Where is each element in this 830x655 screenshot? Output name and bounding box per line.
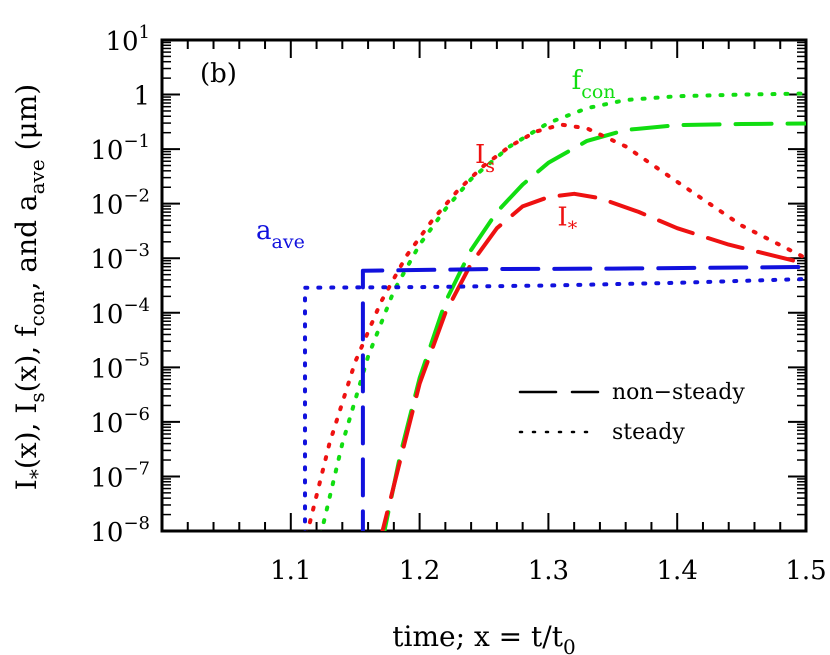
y-tick-label: 101 <box>105 22 150 57</box>
annotations: aave IsI* fcon <box>256 66 616 253</box>
panel-label: (b) <box>200 59 237 89</box>
series-a-ave-steady <box>303 277 806 531</box>
series-f-con-non-steady <box>382 121 806 531</box>
y-tick-base: 10 <box>105 27 138 57</box>
annotation-I-s: Is <box>475 140 495 177</box>
annotation-f: fcon <box>572 66 616 103</box>
x-tick-label: 1.2 <box>399 556 440 586</box>
y-tick-label: 10−5 <box>90 349 150 384</box>
y-tick-exponent: −4 <box>123 295 150 316</box>
series-I-star-non-steady <box>380 191 806 531</box>
y-tick-base: 10 <box>90 191 123 221</box>
x-tick-label: 1.1 <box>270 556 311 586</box>
y-tick-label: 10−3 <box>90 240 150 275</box>
y-tick-base: 10 <box>90 518 123 548</box>
x-tick-label: 1.5 <box>785 556 826 586</box>
y-tick-exponent: −7 <box>123 458 150 479</box>
y-tick-exponent: −6 <box>123 404 150 425</box>
y-tick-base: 10 <box>90 409 123 439</box>
y-tick-exponent: −3 <box>123 240 150 261</box>
y-tick-base: 10 <box>90 300 123 330</box>
x-tick-label: 1.3 <box>528 556 569 586</box>
y-tick-label: 1 <box>133 82 150 112</box>
plot-frame <box>160 38 808 533</box>
legend-label-steady: steady <box>612 420 685 445</box>
y-tick-base: 10 <box>90 136 123 166</box>
series-f-con-steady <box>319 91 806 531</box>
y-tick-base: 10 <box>90 463 123 493</box>
y-tick-base: 10 <box>90 354 123 384</box>
y-tick-exponent: −5 <box>123 349 150 370</box>
series-I-s-steady <box>305 122 806 531</box>
x-axis-label: time; x = t/t0 <box>392 620 575 655</box>
y-tick-label: 10−7 <box>90 458 150 493</box>
y-tick-exponent: −2 <box>123 186 150 207</box>
y-tick-label: 10−4 <box>90 295 150 330</box>
series-group <box>303 91 806 531</box>
y-tick-base: 1 <box>133 82 150 112</box>
y-tick-label: 10−1 <box>90 131 150 166</box>
y-tick-exponent: −8 <box>123 513 150 534</box>
x-axis-label-main: time; x = t/t <box>392 620 563 653</box>
x-tick-label: 1.4 <box>657 556 698 586</box>
legend-label-non-steady: non−steady <box>612 380 745 405</box>
y-tick-exponent: 1 <box>139 22 150 43</box>
x-axis-label-sub: 0 <box>563 635 576 655</box>
y-tick-base: 10 <box>90 245 123 275</box>
series-a-ave-non-steady <box>360 265 806 531</box>
y-tick-label: 10−8 <box>90 513 150 548</box>
legend: non−steady steady <box>518 380 745 445</box>
annotation-I-star: I* <box>557 202 577 239</box>
y-tick-label: 10−2 <box>90 186 150 221</box>
y-axis-label: I*(x), Is(x), fcon, and aave (μm) <box>10 84 49 490</box>
y-tick-label: 10−6 <box>90 404 150 439</box>
y-axis-label-text: I*(x), Is(x), fcon, and aave (μm) <box>10 84 49 490</box>
y-tick-exponent: −1 <box>123 131 150 152</box>
annotation-a: aave <box>256 216 305 253</box>
